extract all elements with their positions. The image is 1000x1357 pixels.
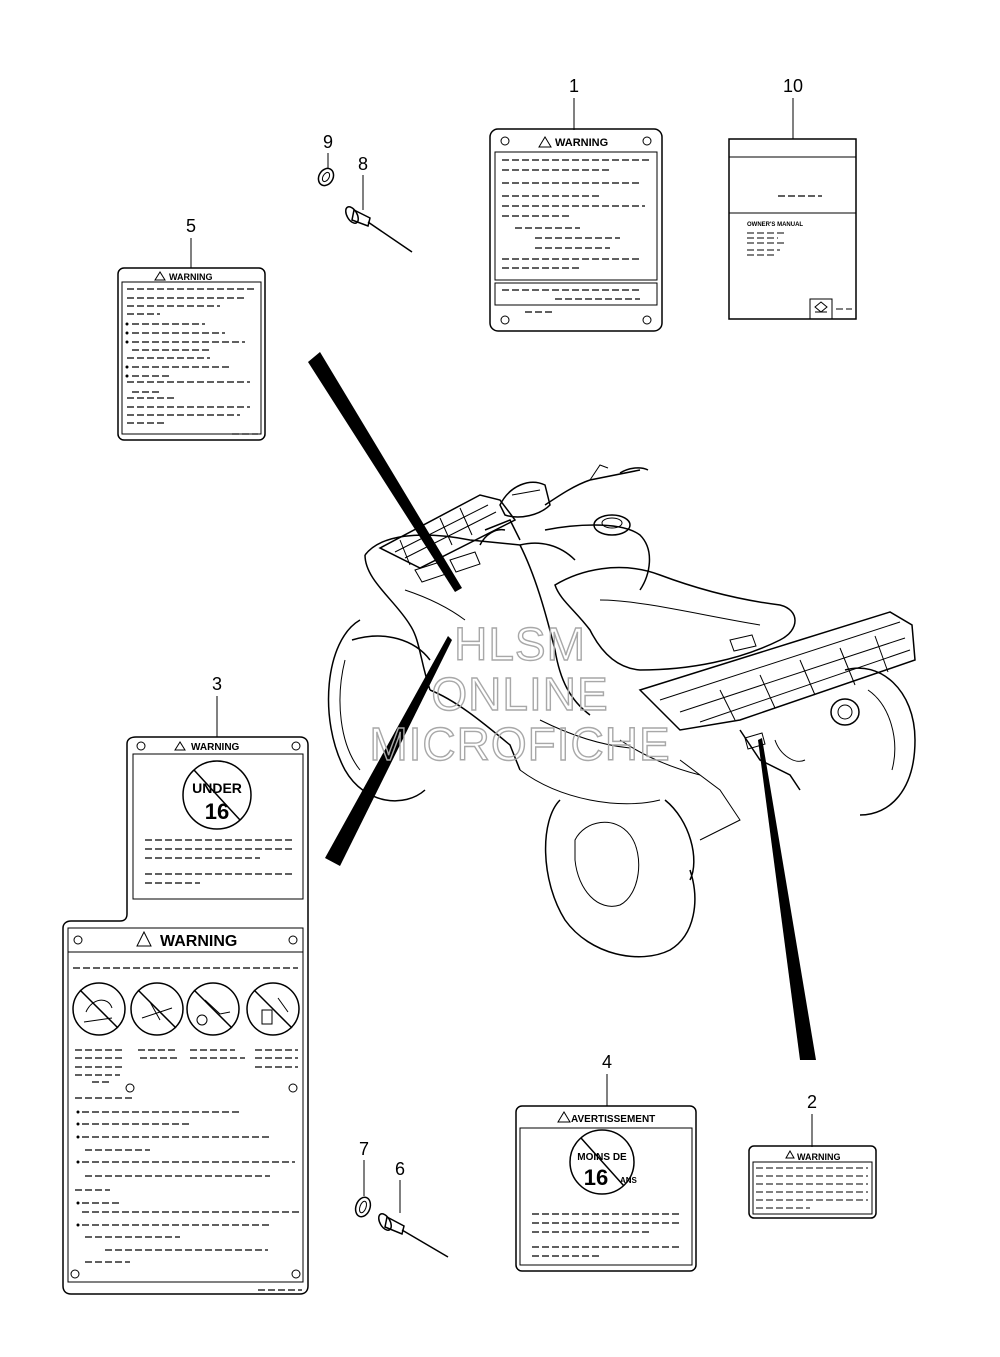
watermark-line-2: ONLINE [431, 668, 608, 720]
callout-6: 6 [395, 1159, 405, 1179]
owners-manual-part-10: OWNER'S MANUAL [728, 138, 857, 320]
label-header: AVERTISSEMENT [571, 1114, 655, 1125]
callout-2: 2 [807, 1092, 817, 1112]
callout-10: 10 [783, 76, 803, 96]
no-moins-de-16-ans-icon [569, 1129, 635, 1195]
callout-7: 7 [359, 1139, 369, 1159]
callout-9: 9 [323, 132, 333, 152]
warning-label-part-1: WARNING [489, 128, 663, 332]
avertissement-label-part-4: AVERTISSEMENT MOINS DE 16 ANS [515, 1105, 697, 1272]
callout-5: 5 [186, 216, 196, 236]
moins-de-text: MOINS DE [577, 1152, 627, 1163]
leader-line-label-3 [325, 636, 452, 866]
brand-logo-icon [814, 301, 828, 313]
warning-label-part-3: WARNING UNDER 16 WARNING [62, 736, 309, 1295]
callouts: 1 10 9 8 5 3 4 2 7 6 [186, 76, 817, 1213]
leader-line-label-2 [758, 738, 816, 1060]
warning-triangle-icon [538, 136, 552, 148]
pictogram-row [72, 982, 300, 1036]
warning-triangle-icon [136, 930, 152, 947]
callout-3: 3 [212, 674, 222, 694]
label-header: WARNING [169, 272, 213, 282]
atv-illustration [327, 464, 916, 958]
warning-label-part-5: WARNING [117, 267, 266, 441]
label-header: WARNING [797, 1152, 841, 1162]
no-paved-road-pictogram-icon [186, 982, 240, 1036]
no-alcohol-pictogram-icon [246, 982, 300, 1036]
callout-8: 8 [358, 154, 368, 174]
no-helmet-pictogram-icon [72, 982, 126, 1036]
label-header: WARNING [555, 137, 608, 149]
ans-text: ANS [620, 1176, 638, 1185]
warning-triangle-icon [557, 1111, 571, 1123]
washer-part-9 [317, 167, 335, 187]
callout-1: 1 [569, 76, 579, 96]
label-header: WARNING [191, 742, 240, 753]
warning-triangle-icon [785, 1149, 795, 1159]
leader-lines [308, 352, 816, 1060]
leader-line-label-5 [308, 352, 462, 592]
warning-label-part-2: WARNING [748, 1145, 877, 1219]
watermark: HLSM ONLINE MICROFICHE [369, 617, 671, 770]
callout-4: 4 [602, 1052, 612, 1072]
rivet-part-6 [378, 1213, 449, 1258]
label-header: WARNING [160, 933, 237, 950]
warning-triangle-icon [174, 741, 186, 751]
age-text: 16 [205, 799, 229, 824]
watermark-line-1: HLSM [454, 618, 586, 670]
warning-triangle-icon [154, 271, 166, 281]
no-under-16-icon [182, 760, 252, 830]
age-text: 16 [584, 1165, 608, 1190]
no-passenger-pictogram-icon [130, 982, 184, 1036]
rivet-part-8 [345, 206, 413, 253]
under-text: UNDER [192, 780, 242, 796]
watermark-line-3: MICROFICHE [369, 718, 670, 770]
manual-title: OWNER'S MANUAL [747, 222, 803, 228]
washer-part-7 [354, 1196, 372, 1218]
